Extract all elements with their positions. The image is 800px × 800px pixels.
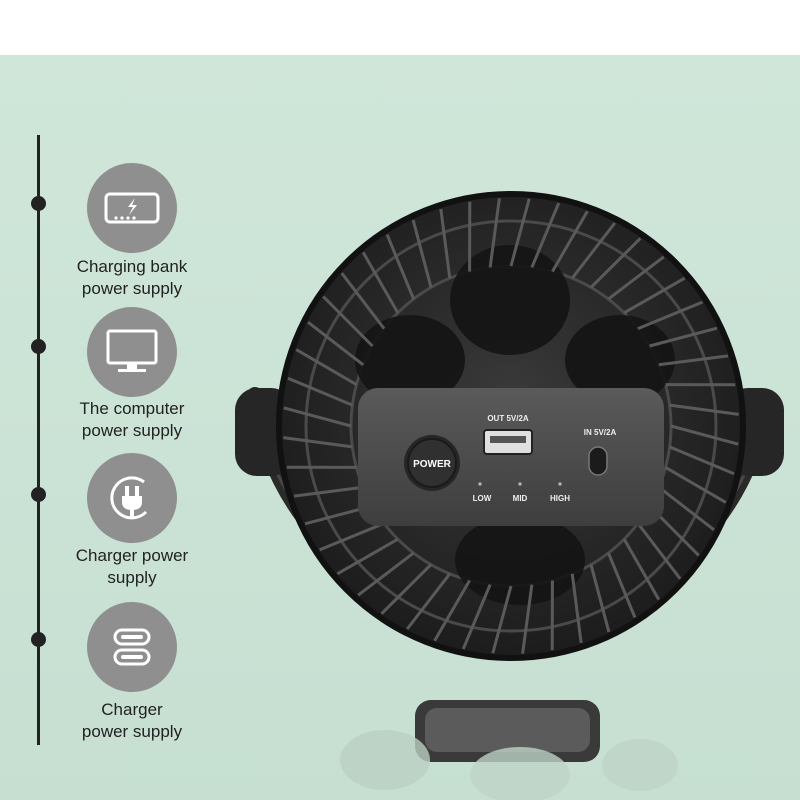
cage-spoke xyxy=(637,300,703,330)
fan-cage-spokes xyxy=(283,198,739,654)
cage-spoke xyxy=(385,234,415,300)
cage-spoke xyxy=(433,579,471,642)
speed-mid-label: MID xyxy=(513,494,528,503)
cage-spoke xyxy=(357,551,415,597)
cage-spoke xyxy=(670,424,739,446)
cage-spoke xyxy=(607,552,637,618)
cage-spoke xyxy=(439,208,452,279)
cage-spoke xyxy=(551,210,589,273)
feature-label: Charger power supply xyxy=(52,545,212,589)
timeline-line xyxy=(37,135,40,745)
power-bank-icon xyxy=(87,163,177,253)
timeline-dot xyxy=(31,339,46,354)
computer-monitor-icon xyxy=(87,307,177,397)
feature-label: The computer power supply xyxy=(52,398,212,442)
usb-ports-icon xyxy=(87,602,177,692)
feature-label-line: Charger power xyxy=(75,546,189,565)
cage-spoke xyxy=(307,321,365,366)
cage-spoke xyxy=(589,237,642,289)
cage-spoke xyxy=(530,202,561,268)
cage-spoke xyxy=(669,403,739,416)
plug-icon xyxy=(87,453,177,543)
cage-spoke xyxy=(361,251,400,314)
cage-spoke xyxy=(283,406,352,428)
control-panel: POWER OUT 5V/2A IN 5V/2A LOW MID HIGH xyxy=(358,388,664,526)
cage-spoke xyxy=(623,276,686,315)
cage-spoke xyxy=(570,573,583,644)
top-white-strip xyxy=(0,0,800,55)
timeline-dot xyxy=(31,632,46,647)
feature-label-line: power supply xyxy=(81,421,183,440)
cage-spoke xyxy=(322,295,374,348)
usb-in-label: IN 5V/2A xyxy=(584,428,617,437)
cage-spoke xyxy=(283,436,353,449)
cage-spoke xyxy=(411,219,433,288)
feature-label: Charging bank power supply xyxy=(52,256,212,300)
speed-low-label: LOW xyxy=(473,494,492,503)
feature-label-line: supply xyxy=(107,568,157,587)
cage-spoke xyxy=(488,198,501,268)
cage-spoke xyxy=(669,445,735,476)
speed-high-label: HIGH xyxy=(550,494,570,503)
feature-label-line: Charging bank xyxy=(76,257,188,276)
cage-spoke xyxy=(336,537,399,576)
cage-spoke xyxy=(622,538,661,601)
feature-label-line: power supply xyxy=(81,722,183,741)
cage-spoke xyxy=(287,376,353,407)
cage-spoke xyxy=(461,584,492,650)
cage-spoke xyxy=(491,585,513,654)
cage-spoke xyxy=(649,326,718,348)
cage-spoke xyxy=(521,584,534,654)
feature-label: Charger power supply xyxy=(52,699,212,743)
cage-spoke xyxy=(607,255,665,301)
cage-spoke xyxy=(571,222,616,280)
power-button[interactable]: POWER xyxy=(404,435,460,491)
cage-spoke xyxy=(664,466,727,504)
usb-out-label: OUT 5V/2A xyxy=(487,414,529,423)
cage-spoke xyxy=(293,485,364,498)
feature-label-line: Charger xyxy=(101,700,163,719)
cage-spoke xyxy=(380,563,433,615)
cage-spoke xyxy=(509,198,531,267)
cage-spoke xyxy=(589,564,611,633)
cage-spoke xyxy=(295,348,358,386)
timeline-dot xyxy=(31,196,46,211)
timeline-dot xyxy=(31,487,46,502)
power-button-label: POWER xyxy=(413,459,452,470)
feature-label-line: power supply xyxy=(81,279,183,298)
fan-clip-base xyxy=(340,700,678,800)
cage-spoke xyxy=(636,522,682,580)
cage-spoke xyxy=(340,272,386,330)
cage-spoke xyxy=(406,572,451,630)
usb-c-port xyxy=(588,446,608,476)
cage-spoke xyxy=(319,522,385,552)
feature-label-line: The computer xyxy=(79,399,185,418)
cage-spoke xyxy=(658,354,729,367)
cage-spoke xyxy=(657,486,715,531)
